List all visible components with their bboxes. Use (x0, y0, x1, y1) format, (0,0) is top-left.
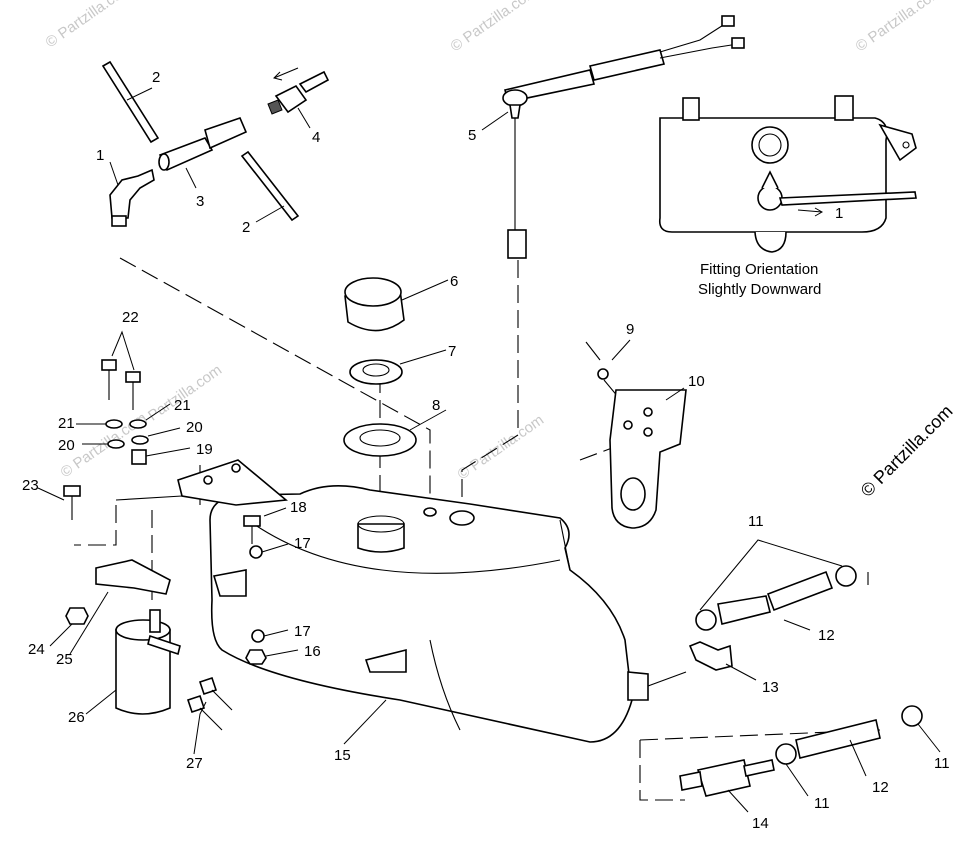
callout-labels: 2 1 3 4 2 5 6 7 8 9 10 11 12 13 11 12 11… (22, 69, 950, 832)
callout-7: 7 (448, 343, 456, 360)
part-6-fuel-cap (344, 277, 449, 332)
callout-24: 24 (28, 641, 45, 658)
callout-13: 13 (762, 679, 779, 696)
callout-20-right: 20 (186, 419, 203, 436)
callout-22: 22 (122, 309, 139, 326)
callout-10: 10 (688, 373, 705, 390)
watermark: © Partzilla.com (448, 0, 541, 55)
callout-20-left: 20 (58, 437, 75, 454)
part-9-10-bracket (585, 339, 687, 529)
callout-2: 2 (152, 69, 160, 86)
callout-3: 3 (196, 193, 204, 210)
part-2-clip-lower (240, 150, 300, 223)
watermark: © Partzilla.com (455, 411, 548, 483)
part-1-elbow-fitting (109, 161, 155, 227)
callout-21-left: 21 (58, 415, 75, 432)
part-5-fuel-sender (481, 15, 745, 259)
inset-fitting-orientation: 1 Fitting Orientation Slightly Downward (658, 95, 917, 298)
part-27-clamps (186, 676, 233, 755)
callout-11-right: 11 (934, 755, 950, 772)
callout-21-right: 21 (174, 397, 191, 414)
callout-5: 5 (468, 127, 476, 144)
callout-19: 19 (196, 441, 213, 458)
callout-12-upper: 12 (818, 627, 835, 644)
part-8-ring (343, 409, 447, 457)
watermarks: © Partzilla.com © Partzilla.com © Partzi… (43, 0, 957, 501)
callout-26: 26 (68, 709, 85, 726)
part-4-check-valve (267, 67, 330, 129)
callout-1: 1 (96, 147, 104, 164)
callout-15: 15 (334, 747, 351, 764)
callout-23: 23 (22, 477, 39, 494)
inset-caption-line-1: Fitting Orientation (700, 261, 818, 278)
parts-24-26-fuel-filter (49, 559, 181, 715)
callout-17-lower: 17 (294, 623, 311, 640)
callout-16: 16 (304, 643, 321, 660)
inset-caption-line-2: Slightly Downward (698, 281, 821, 298)
part-7-gasket (349, 349, 447, 385)
callout-8: 8 (432, 397, 440, 414)
part-3-hose (158, 117, 248, 189)
callout-11-lower: 11 (814, 795, 830, 812)
watermark: © Partzilla.com (853, 0, 946, 55)
callout-18: 18 (290, 499, 307, 516)
parts-19-23-bracket-hardware (37, 330, 288, 520)
callout-27: 27 (186, 755, 203, 772)
parts-16-18-hardware (243, 507, 299, 665)
callout-25: 25 (56, 651, 73, 668)
watermark: © Partzilla.com (43, 0, 136, 51)
callout-6: 6 (450, 273, 458, 290)
callout-12-lower: 12 (872, 779, 889, 796)
parts-11-14-fuel-line (679, 539, 941, 813)
callout-1-inset: 1 (835, 205, 843, 222)
callout-11-upper: 11 (748, 513, 764, 530)
part-15-fuel-tank (209, 485, 687, 745)
callout-17: 17 (294, 535, 311, 552)
callout-14: 14 (752, 815, 769, 832)
side-watermark: © Partzilla.com (857, 401, 957, 501)
part-2-clip-upper (101, 60, 160, 144)
callout-9: 9 (626, 321, 634, 338)
callout-2-lower: 2 (242, 219, 250, 236)
callout-4: 4 (312, 129, 320, 146)
